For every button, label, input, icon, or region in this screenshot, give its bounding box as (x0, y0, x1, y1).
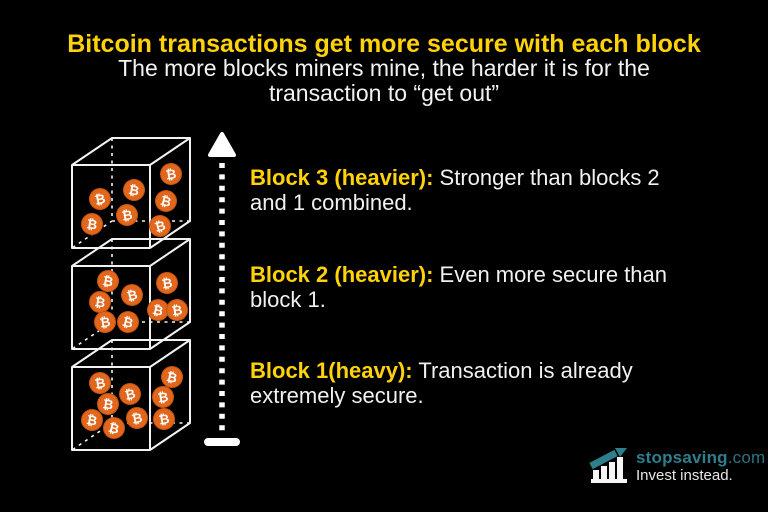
bitcoin-coin: ₿ (81, 409, 103, 431)
bitcoin-coin: ₿ (94, 311, 116, 333)
bitcoin-symbol: ₿ (121, 208, 134, 225)
bitcoin-symbol: ₿ (85, 413, 98, 430)
bitcoin-symbol: ₿ (158, 412, 171, 429)
bitcoin-coin: ₿ (121, 284, 143, 306)
bitcoin-symbol: ₿ (123, 387, 137, 404)
bitcoin-coin: ₿ (166, 299, 188, 321)
bitcoin-symbol: ₿ (153, 219, 167, 236)
bitcoin-symbol: ₿ (165, 167, 178, 183)
bitcoin-symbol: ₿ (94, 295, 107, 311)
bitcoin-symbol: ₿ (101, 274, 114, 291)
block-2-text: Block 2 (heavier): Even more secure than… (250, 262, 687, 312)
bitcoin-coin: ₿ (81, 213, 103, 235)
bitcoin-coin: ₿ (152, 386, 174, 408)
brand-name-bold: stopsaving (636, 448, 728, 467)
bitcoin-coin: ₿ (103, 417, 125, 439)
bitcoin-coin: ₿ (89, 188, 111, 210)
block-1-description: Transaction is already extremely secure. (250, 358, 633, 408)
block-2-label: Block 2 (heavier): (250, 262, 434, 287)
bitcoin-coin: ₿ (126, 407, 148, 429)
bitcoin-coin: ₿ (161, 366, 183, 388)
bitcoin-symbol: ₿ (157, 390, 170, 406)
brand-footer: stopsaving.com Invest instead. (589, 448, 765, 486)
bitcoin-symbol: ₿ (159, 194, 173, 211)
brand-name-suffix: .com (727, 448, 766, 467)
bitcoin-coin: ₿ (97, 270, 119, 292)
bitcoin-symbol: ₿ (151, 303, 164, 320)
block-3-description: Stronger than blocks 2 and 1 combined. (250, 165, 660, 215)
block-3-label: Block 3 (heavier): (250, 165, 434, 190)
bitcoin-symbol: ₿ (165, 370, 178, 387)
bitcoin-symbol: ₿ (94, 192, 107, 209)
bitcoin-symbol: ₿ (94, 376, 107, 393)
bitcoin-coin: ₿ (89, 291, 111, 313)
subtitle: The more blocks miners mine, the harder … (0, 56, 768, 106)
bitcoin-coin: ₿ (119, 383, 141, 405)
block-1-label: Block 1(heavy): (250, 358, 413, 383)
bitcoin-symbol: ₿ (121, 315, 135, 332)
arrow-head (208, 132, 236, 157)
bitcoin-symbol: ₿ (171, 303, 184, 319)
bitcoin-symbol: ₿ (125, 288, 139, 305)
subtitle-line-2: transaction to “get out” (268, 80, 500, 106)
brand-name: stopsaving.com (636, 448, 765, 467)
brand-tagline: Invest instead. (636, 467, 733, 484)
brand-text: stopsaving.com Invest instead. (636, 448, 765, 485)
upward-arrow (204, 132, 240, 446)
block-3-text: Block 3 (heavier): Stronger than blocks … (250, 165, 687, 215)
bitcoin-symbol: ₿ (102, 397, 115, 413)
bitcoin-coin: ₿ (156, 272, 178, 294)
subtitle-line-1: The more blocks miners mine, the harder … (118, 55, 650, 81)
block-1-cube: ₿₿₿₿₿₿₿₿₿ (71, 339, 191, 451)
bitcoin-symbol: ₿ (131, 411, 144, 428)
bitcoin-coin: ₿ (149, 215, 171, 237)
block-2-description: Even more secure than block 1. (250, 262, 667, 312)
bitcoin-symbol: ₿ (161, 276, 174, 293)
bitcoin-symbol: ₿ (99, 315, 112, 332)
bitcoin-symbol: ₿ (86, 217, 99, 233)
bitcoin-coin: ₿ (160, 163, 182, 185)
block-1-text: Block 1(heavy): Transaction is already e… (250, 358, 687, 408)
bitcoin-coin: ₿ (153, 408, 175, 430)
growth-chart-icon (589, 448, 627, 483)
page-title: Bitcoin transactions get more secure wit… (67, 30, 701, 58)
bitcoin-coin: ₿ (116, 204, 138, 226)
bitcoin-coin: ₿ (147, 299, 169, 321)
bitcoin-coin: ₿ (123, 179, 145, 201)
block-2-cube: ₿ ₿ ₿ ₿ ₿ ₿ ₿ ₿ (71, 238, 191, 350)
bitcoin-coin: ₿ (89, 372, 111, 394)
arrow-base (204, 438, 240, 446)
bitcoin-coin: ₿ (155, 190, 177, 212)
block-3-cube: ₿ ₿ ₿ ₿ ₿ ₿ ₿ (71, 137, 191, 249)
bitcoin-symbol: ₿ (127, 183, 140, 200)
bitcoin-coin: ₿ (117, 311, 139, 333)
bitcoin-symbol: ₿ (107, 421, 121, 438)
bitcoin-coin: ₿ (97, 393, 119, 415)
